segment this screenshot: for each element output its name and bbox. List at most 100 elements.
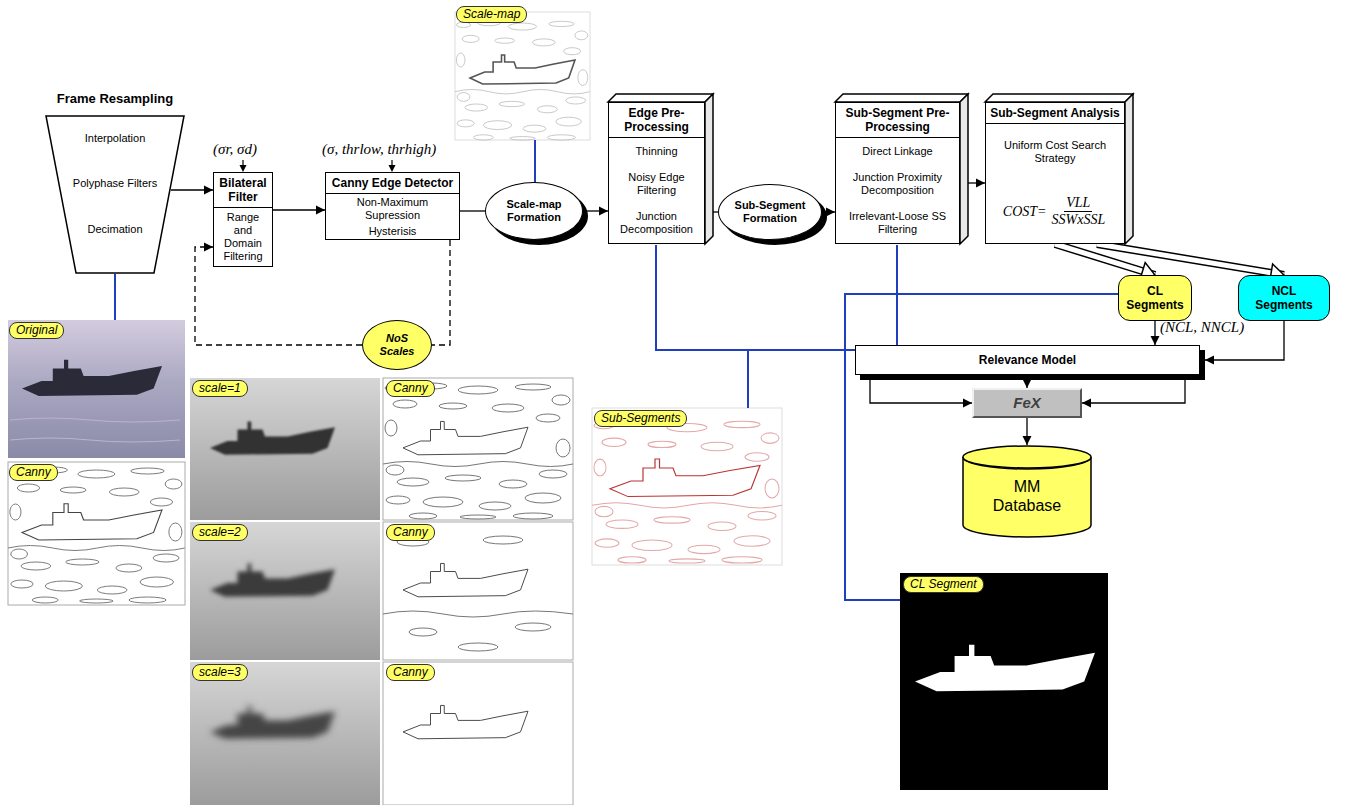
- process-box: Canny Edge DetectorNon-Maximum Supressio…: [325, 172, 460, 240]
- node-heading: Sub-Segment Analysis: [986, 103, 1124, 124]
- process-box-3d: Sub-Segment Pre-ProcessingDirect Linkage…: [835, 102, 960, 244]
- node-text: Irrelevant-Loose SS Filtering: [836, 210, 959, 236]
- arrowhead: [204, 186, 213, 195]
- node-heading: Relevance Model: [856, 350, 1199, 370]
- photo-canny-3: [383, 662, 573, 805]
- cost-formula: COST=VLLSSWxSSL: [986, 195, 1124, 228]
- arrowhead: [1023, 379, 1032, 388]
- node-text: Junction Proximity Decomposition: [836, 171, 959, 197]
- connector: [171, 186, 213, 195]
- node-text: Interpolation: [45, 132, 185, 145]
- leader-line: [114, 274, 116, 320]
- parameter-label: (NCL, NNCL): [1160, 318, 1244, 336]
- image-tag: CL Segment: [903, 576, 984, 593]
- process-box-3d: Edge Pre-ProcessingThinningNoisy Edge Fi…: [608, 102, 705, 244]
- edge-lines: [383, 383, 573, 519]
- arrowhead: [316, 206, 325, 215]
- arrowhead: [826, 208, 835, 217]
- result-pill: CL Segments: [1118, 275, 1192, 321]
- node-text: Noisy Edge Filtering: [609, 171, 704, 197]
- formula-term: COST=: [1003, 204, 1047, 220]
- arrowhead: [1082, 399, 1091, 408]
- photo-ground: [383, 378, 573, 520]
- edge-lines: [455, 20, 590, 140]
- connector: [1151, 321, 1160, 345]
- scales-ellipse: NoS Scales: [362, 320, 432, 370]
- arrowhead: [963, 399, 972, 408]
- edge-lines: [592, 420, 782, 563]
- boat-outline: [403, 563, 528, 596]
- connector: [822, 208, 835, 217]
- node-text: MM Database: [982, 477, 1072, 515]
- trapezoid-shape: [46, 116, 184, 273]
- arrowhead: [1023, 436, 1032, 445]
- fex-button: FeX: [972, 388, 1082, 418]
- node-text: Non-Maximum Supression: [326, 196, 459, 222]
- node-text: Junction Decomposition: [609, 210, 704, 236]
- node-text: Hysterisis: [326, 225, 459, 238]
- connector: [460, 211, 485, 212]
- image-tag: Sub-Segments: [594, 410, 687, 427]
- node-heading: CL Segments: [1123, 281, 1187, 315]
- box-top-face: [985, 94, 1133, 102]
- parameter-arrow: [243, 160, 392, 166]
- node-text: Range and Domain Filtering: [214, 211, 272, 263]
- photo-scale-1: [190, 378, 380, 520]
- node-text: Decimation: [45, 223, 185, 236]
- box-top-face: [835, 94, 968, 102]
- result-pill: NCL Segments: [1238, 275, 1330, 321]
- formula-term: VLL: [1064, 195, 1092, 212]
- node-heading: Scale-map Formation: [496, 198, 572, 224]
- node-heading: Sub-Segment Formation: [729, 199, 811, 225]
- parameter-arrowhead: [240, 165, 396, 172]
- photo-ground: [900, 573, 1108, 790]
- connector: [968, 179, 985, 188]
- image-tag: Canny: [386, 664, 435, 681]
- boat-outline: [403, 705, 528, 738]
- box-side-face: [1125, 94, 1133, 244]
- arrowhead: [1151, 336, 1160, 345]
- cylinder-top: [963, 446, 1091, 468]
- box-top-face: [608, 94, 713, 102]
- leader-line: [845, 294, 1118, 600]
- process-box-3d: Sub-Segment AnalysisUniform Cost Search …: [985, 102, 1125, 244]
- node-heading: Bilateral Filter: [214, 173, 272, 208]
- photo-ground: [455, 12, 590, 140]
- photo-ground: [592, 408, 782, 565]
- connector-line: [432, 240, 450, 345]
- leader-line: [656, 245, 897, 408]
- connector: [583, 207, 608, 216]
- arrowhead: [1205, 356, 1214, 365]
- wave-lines: [10, 418, 180, 442]
- boat-outline: [403, 421, 528, 454]
- boat-mask: [915, 645, 1095, 691]
- photo-ground: [383, 522, 573, 660]
- node-heading: Frame Resampling: [45, 82, 185, 116]
- boat-figure: [210, 421, 335, 454]
- node-text: Uniform Cost Search Strategy: [986, 139, 1124, 165]
- image-tag: scale=1: [192, 380, 248, 397]
- image-tag: scale=2: [192, 524, 248, 541]
- boat-figure: [210, 705, 335, 738]
- photo-ground: [190, 522, 380, 660]
- connector-line: [460, 210, 485, 211]
- photo-canny: [8, 462, 185, 605]
- image-tag: Canny: [386, 380, 435, 397]
- edge-lines: [383, 536, 573, 651]
- node-heading: Canny Edge Detector: [326, 173, 459, 194]
- boat-figure: [210, 563, 335, 596]
- photo-ground: [8, 320, 185, 458]
- box-side-face: [960, 94, 968, 244]
- process-ellipse: Sub-Segment Formation: [718, 184, 822, 240]
- process-ellipse: Scale-map Formation: [485, 182, 583, 240]
- parameter-label: (σ, thrlow, thrhigh): [322, 140, 436, 158]
- photo-cl-segment: [900, 573, 1108, 790]
- node-text: Thinning: [609, 145, 704, 158]
- connector-line: [1082, 380, 1185, 403]
- node-heading: Edge Pre-Processing: [609, 103, 704, 138]
- parameter-label: (σr, σd): [213, 140, 257, 158]
- process-box: Bilateral FilterRange and Domain Filteri…: [213, 172, 273, 267]
- boat-outline: [22, 504, 162, 540]
- boat-outline: [610, 459, 760, 497]
